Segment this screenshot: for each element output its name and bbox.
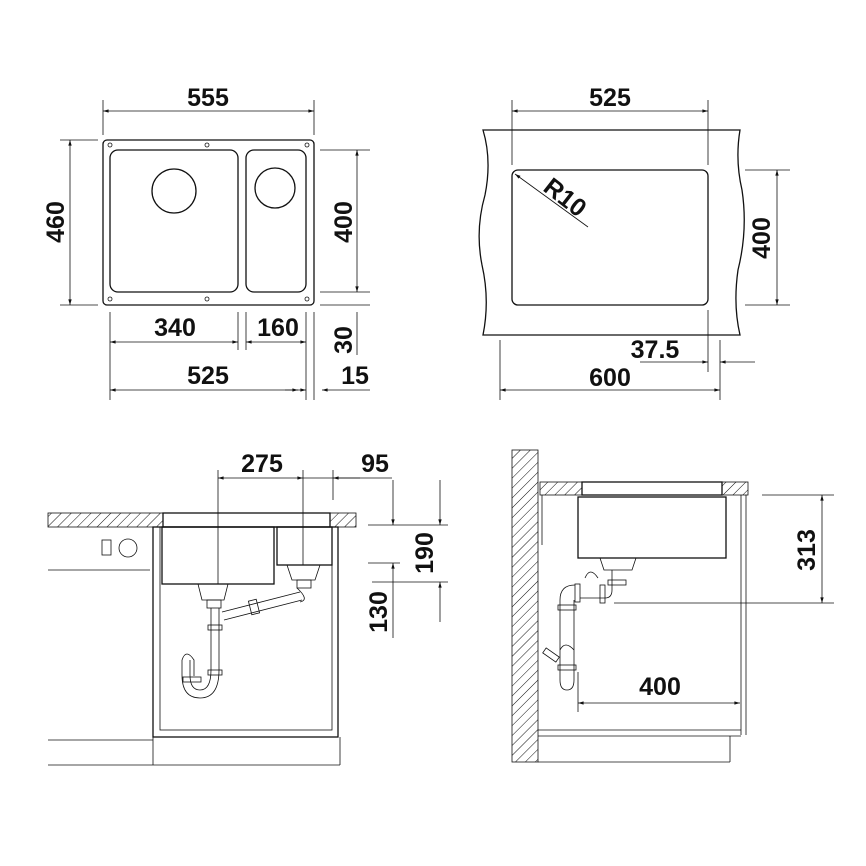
drain-trap-side xyxy=(542,557,637,691)
small-bowl-section xyxy=(276,526,333,566)
dim-drain-offset: 95 xyxy=(361,450,389,478)
dim-rear-offset: 30 xyxy=(330,326,358,354)
dim-overall-width: 555 xyxy=(187,84,229,112)
small-bowl xyxy=(245,149,307,293)
dim-corner-radius: R10 xyxy=(538,173,591,223)
cutout-outline xyxy=(511,169,709,306)
dim-large-bowl-depth: 190 xyxy=(411,532,439,574)
cutout-view: R10 525 400 37.5 600 xyxy=(478,84,790,400)
side-section: 313 400 xyxy=(511,449,834,763)
drain-trap xyxy=(181,564,321,699)
dim-left-bowl-width: 340 xyxy=(154,314,196,342)
front-section: 275 95 190 130 xyxy=(47,450,448,766)
countertop xyxy=(581,481,723,496)
large-bowl xyxy=(109,149,239,293)
wall xyxy=(511,449,539,763)
sink-bowl-section xyxy=(577,496,727,559)
dim-drain-from-wall: 400 xyxy=(639,673,681,701)
dim-overflow-height: 313 xyxy=(793,529,821,571)
dim-cutout-width: 525 xyxy=(589,84,631,112)
dim-bowls-total-width: 525 xyxy=(187,362,229,390)
dim-drain-spacing: 275 xyxy=(241,450,283,478)
small-drain-icon xyxy=(254,167,296,209)
countertop-left xyxy=(47,512,164,528)
dim-cabinet-width: 600 xyxy=(589,364,631,392)
large-drain-icon xyxy=(151,168,197,214)
switch-icon xyxy=(101,539,112,556)
cabinet xyxy=(152,526,339,738)
dim-right-bowl-width: 160 xyxy=(257,314,299,342)
dim-side-offset: 15 xyxy=(341,362,369,390)
countertop-outline xyxy=(478,129,745,336)
sink-outline xyxy=(102,139,315,306)
dim-small-bowl-depth: 130 xyxy=(365,591,393,633)
dim-cutout-depth: 400 xyxy=(748,217,776,259)
socket-icon xyxy=(118,538,138,558)
plan-view: 555 460 400 30 340 160 525 15 xyxy=(42,84,370,400)
dim-bowl-depth: 400 xyxy=(330,201,358,243)
dim-overall-depth: 460 xyxy=(42,201,70,243)
dim-edge-offset: 37.5 xyxy=(631,336,680,364)
countertop-right xyxy=(329,512,357,528)
mounting-holes xyxy=(107,142,310,302)
